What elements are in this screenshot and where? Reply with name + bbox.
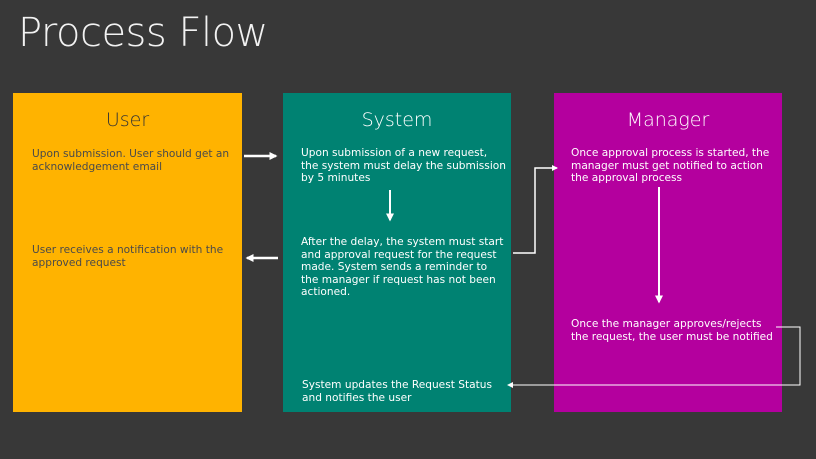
user-step-notification: User receives a notification with the ap… (32, 244, 224, 269)
arrow-system-to-manager (513, 165, 558, 254)
manager-step-notified: Once approval process is started, the ma… (571, 147, 770, 184)
system-lane-title: System (361, 109, 433, 131)
page-title: Process Flow (18, 10, 268, 56)
system-step-approval-request: After the delay, the system must start a… (301, 236, 504, 298)
system-lane: System Upon submission of a new request,… (283, 93, 511, 412)
arrow-manager-to-system (507, 326, 801, 388)
system-step-update-status: System updates the Request Status and no… (302, 379, 492, 404)
user-lane-title: User (105, 109, 150, 131)
user-lane: User Upon submission. User should get an… (13, 93, 242, 412)
manager-step-approve-reject: Once the manager approves/rejects the re… (571, 318, 773, 343)
manager-lane-title: Manager (626, 109, 710, 131)
user-step-acknowledgement: Upon submission. User should get an ackn… (32, 148, 230, 173)
manager-lane: Manager Once approval process is started… (554, 93, 782, 412)
system-step-delay: Upon submission of a new request, the sy… (301, 147, 506, 184)
